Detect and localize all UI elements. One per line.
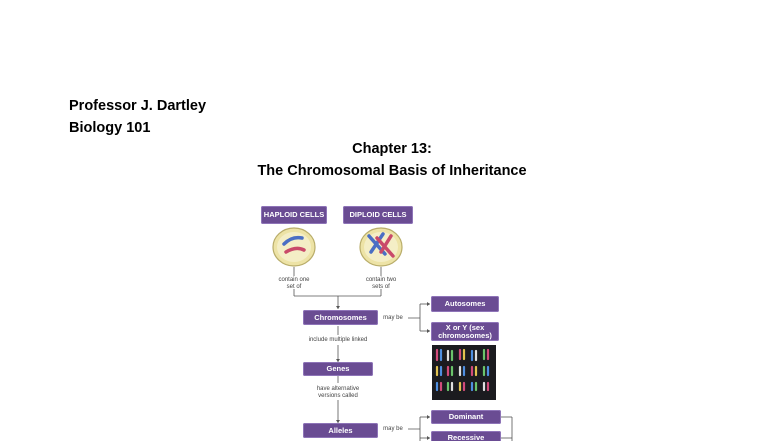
dominant-node: Dominant bbox=[431, 410, 501, 424]
header-block: Professor J. Dartley Biology 101 bbox=[69, 95, 206, 139]
sex-chromosomes-node: X or Y (sex chromosomes) bbox=[431, 322, 499, 341]
chapter-title: The Chromosomal Basis of Inheritance bbox=[257, 163, 527, 179]
professor-name: Professor J. Dartley bbox=[69, 98, 207, 114]
karyotype-image bbox=[432, 345, 496, 400]
concept-map-figure: HAPLOID CELLS DIPLOID CELLS contain one … bbox=[250, 200, 520, 441]
include-multiple-label: include multiple linked bbox=[288, 337, 388, 344]
may-be-label-2: may be bbox=[378, 426, 408, 433]
chapter-heading: Chapter 13: The Chromosomal Basis of Inh… bbox=[0, 138, 784, 182]
alleles-node: Alleles bbox=[303, 423, 378, 438]
diploid-dish-image bbox=[359, 227, 403, 267]
contain-one-label: contain one set of bbox=[278, 277, 310, 290]
chromosomes-node: Chromosomes bbox=[303, 310, 378, 325]
contain-two-label: contain two sets of bbox=[365, 277, 397, 290]
course-name: Biology 101 bbox=[69, 120, 151, 136]
diploid-cells-node: DIPLOID CELLS bbox=[343, 206, 413, 224]
concept-map-connectors bbox=[272, 227, 513, 441]
may-be-label-1: may be bbox=[378, 315, 408, 322]
have-alternative-label: have alternative versions called bbox=[298, 386, 378, 399]
recessive-node: Recessive bbox=[431, 431, 501, 441]
haploid-cells-node: HAPLOID CELLS bbox=[261, 206, 327, 224]
haploid-dish-image bbox=[272, 227, 316, 267]
autosomes-node: Autosomes bbox=[431, 296, 499, 312]
chapter-number: Chapter 13: bbox=[352, 141, 432, 157]
genes-node: Genes bbox=[303, 362, 373, 376]
